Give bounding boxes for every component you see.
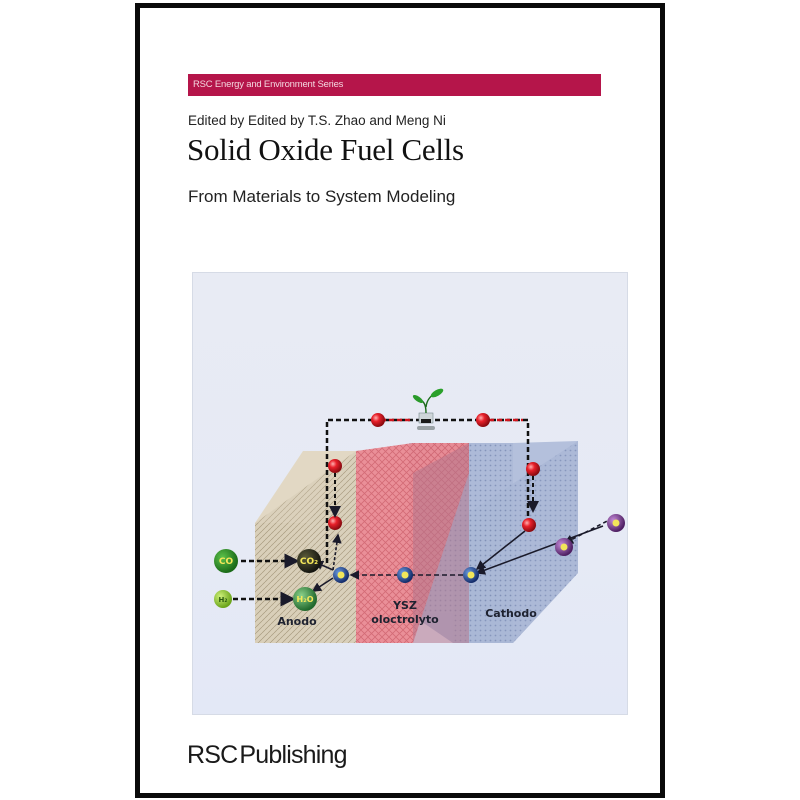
co2-molecule-icon: CO₂ xyxy=(297,549,321,573)
svg-text:CO₂: CO₂ xyxy=(300,557,318,567)
svg-text:H₂O: H₂O xyxy=(297,595,314,604)
h2o-molecule-icon: H₂O xyxy=(293,587,317,611)
svg-text:CO: CO xyxy=(219,557,234,567)
oxygen-molecule-icon xyxy=(555,514,625,556)
oxide-ion-icon xyxy=(333,567,479,583)
editors-line: Edited by Edited by T.S. Zhao and Meng N… xyxy=(188,113,446,128)
sofc-diagram: CO CO₂ H₂ H₂O Anodo YSZ oloctrolyto Cath… xyxy=(192,272,628,715)
electrolyte-label-line2: oloctrolyto xyxy=(371,613,439,626)
series-banner: RSC Energy and Environment Series xyxy=(188,74,601,96)
publisher-logo: RSCPublishing xyxy=(187,741,348,770)
fuel-cell-illustration: CO CO₂ H₂ H₂O Anodo YSZ oloctrolyto Cath… xyxy=(214,388,625,643)
publisher-name: Publishing xyxy=(239,741,347,769)
co-molecule-icon: CO xyxy=(214,549,238,573)
book-title: Solid Oxide Fuel Cells xyxy=(187,132,464,167)
cathode-label: Cathodo xyxy=(485,607,537,620)
publisher-brand: RSC xyxy=(187,741,238,769)
svg-text:H₂: H₂ xyxy=(219,596,228,604)
electrolyte-block xyxy=(356,443,469,643)
electrolyte-label-line1: YSZ xyxy=(392,599,417,612)
anode-block xyxy=(255,451,356,643)
electron-sphere-icon xyxy=(328,413,540,532)
external-circuit xyxy=(325,418,530,563)
h2-molecule-icon: H₂ xyxy=(214,590,232,608)
book-cover: RSC Energy and Environment Series Edited… xyxy=(135,3,665,798)
anode-label: Anodo xyxy=(277,615,317,628)
book-subtitle: From Materials to System Modeling xyxy=(188,187,456,206)
plant-sprout-icon xyxy=(412,388,444,430)
